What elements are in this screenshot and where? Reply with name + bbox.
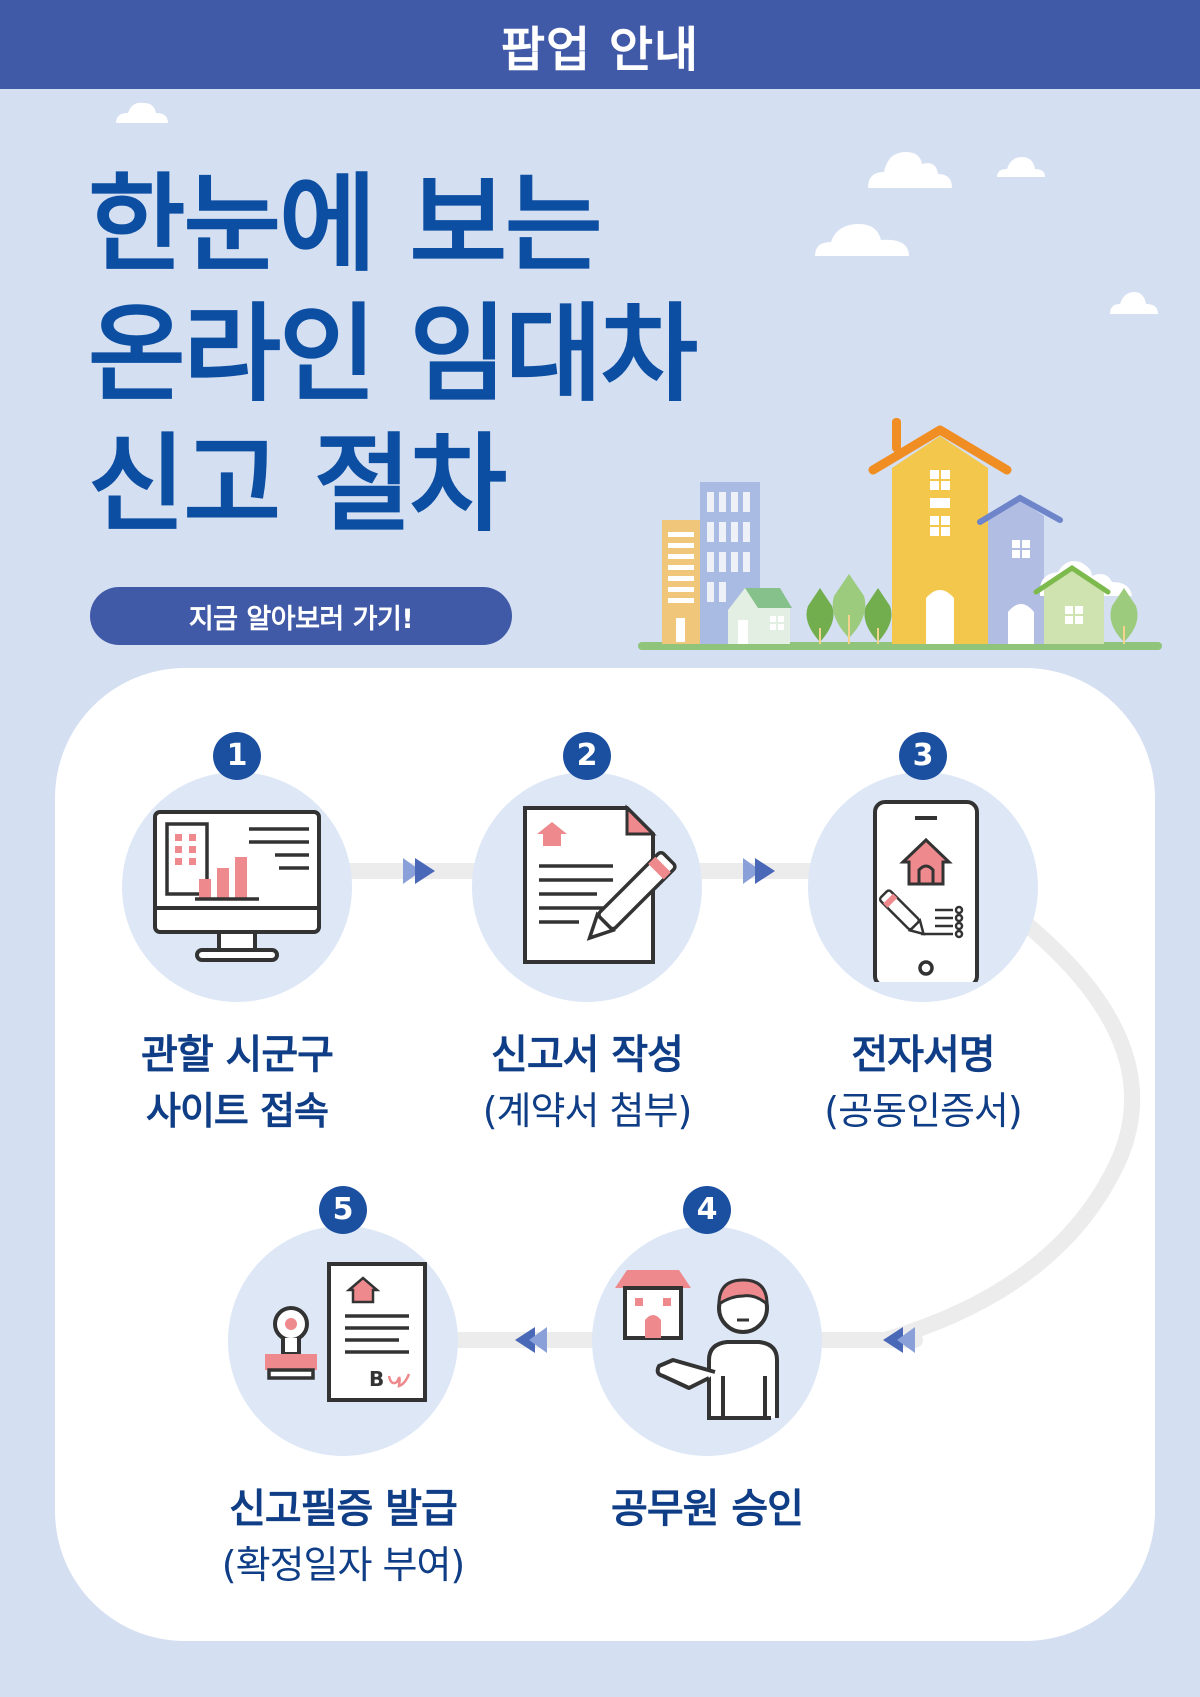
svg-text:B: B: [369, 1367, 384, 1391]
step-1: 1 관할 시군구 사이트 접속: [117, 732, 357, 1152]
step-sublabel: (공동인증서): [824, 1089, 1022, 1133]
arrow-left-icon: [515, 1327, 547, 1353]
step-number-badge: 1: [213, 732, 261, 780]
step-sublabel: 사이트 접속: [145, 1089, 329, 1133]
document-pencil-icon: [523, 804, 677, 964]
step-label: 전자서명: [851, 1032, 995, 1078]
official-house-icon: [615, 1270, 779, 1420]
step-sublabel: (계약서 첨부): [482, 1089, 693, 1133]
cloud-icon: [1110, 292, 1158, 314]
arrow-right-icon: [743, 858, 775, 884]
hero-title-line: 신고 절차: [88, 423, 507, 546]
step-4: 4 공무원 승인: [587, 1186, 827, 1532]
step-number-badge: 2: [563, 732, 611, 780]
arrow-left-icon: [883, 1327, 915, 1353]
learn-now-button[interactable]: 지금 알아보러 가기!: [90, 587, 512, 645]
step-5: 5 B 신고필증 발급 (확정일자 부여): [222, 1186, 465, 1606]
step-number-badge: 5: [319, 1186, 367, 1234]
popup-header: 팝업 안내: [0, 0, 1200, 89]
city-illustration-icon: [638, 418, 1162, 650]
smartphone-sign-icon: [873, 800, 979, 982]
step-label: 신고서 작성: [491, 1032, 684, 1078]
process-card: 1 관할 시군구 사이트 접속 2: [55, 668, 1155, 1641]
step-label: 신고필증 발급: [229, 1486, 458, 1532]
popup-title: 팝업 안내: [500, 21, 700, 78]
step-label: 관할 시군구: [141, 1032, 334, 1078]
hero-title-line: 온라인 임대차: [88, 293, 698, 416]
cloud-icon: [815, 224, 909, 256]
cloud-icon: [116, 102, 168, 123]
arrow-right-icon: [403, 858, 435, 884]
step-number-badge: 3: [899, 732, 947, 780]
hero-title: 한눈에 보는 온라인 임대차 신고 절차: [88, 160, 698, 550]
step-2: 2 신고서 작성 (계약서 첨부): [467, 732, 707, 1152]
step-3: 3 전자서명 (공동인증서): [803, 732, 1043, 1152]
hero-title-line: 한눈에 보는: [88, 163, 603, 286]
monitor-chart-icon: [153, 810, 321, 962]
stamp-certificate-icon: B: [265, 1262, 427, 1402]
step-sublabel: (확정일자 부여): [221, 1543, 466, 1587]
cloud-icon: [997, 157, 1045, 177]
step-number-badge: 4: [683, 1186, 731, 1234]
cloud-icon: [868, 152, 952, 188]
step-label: 공무원 승인: [611, 1486, 804, 1532]
